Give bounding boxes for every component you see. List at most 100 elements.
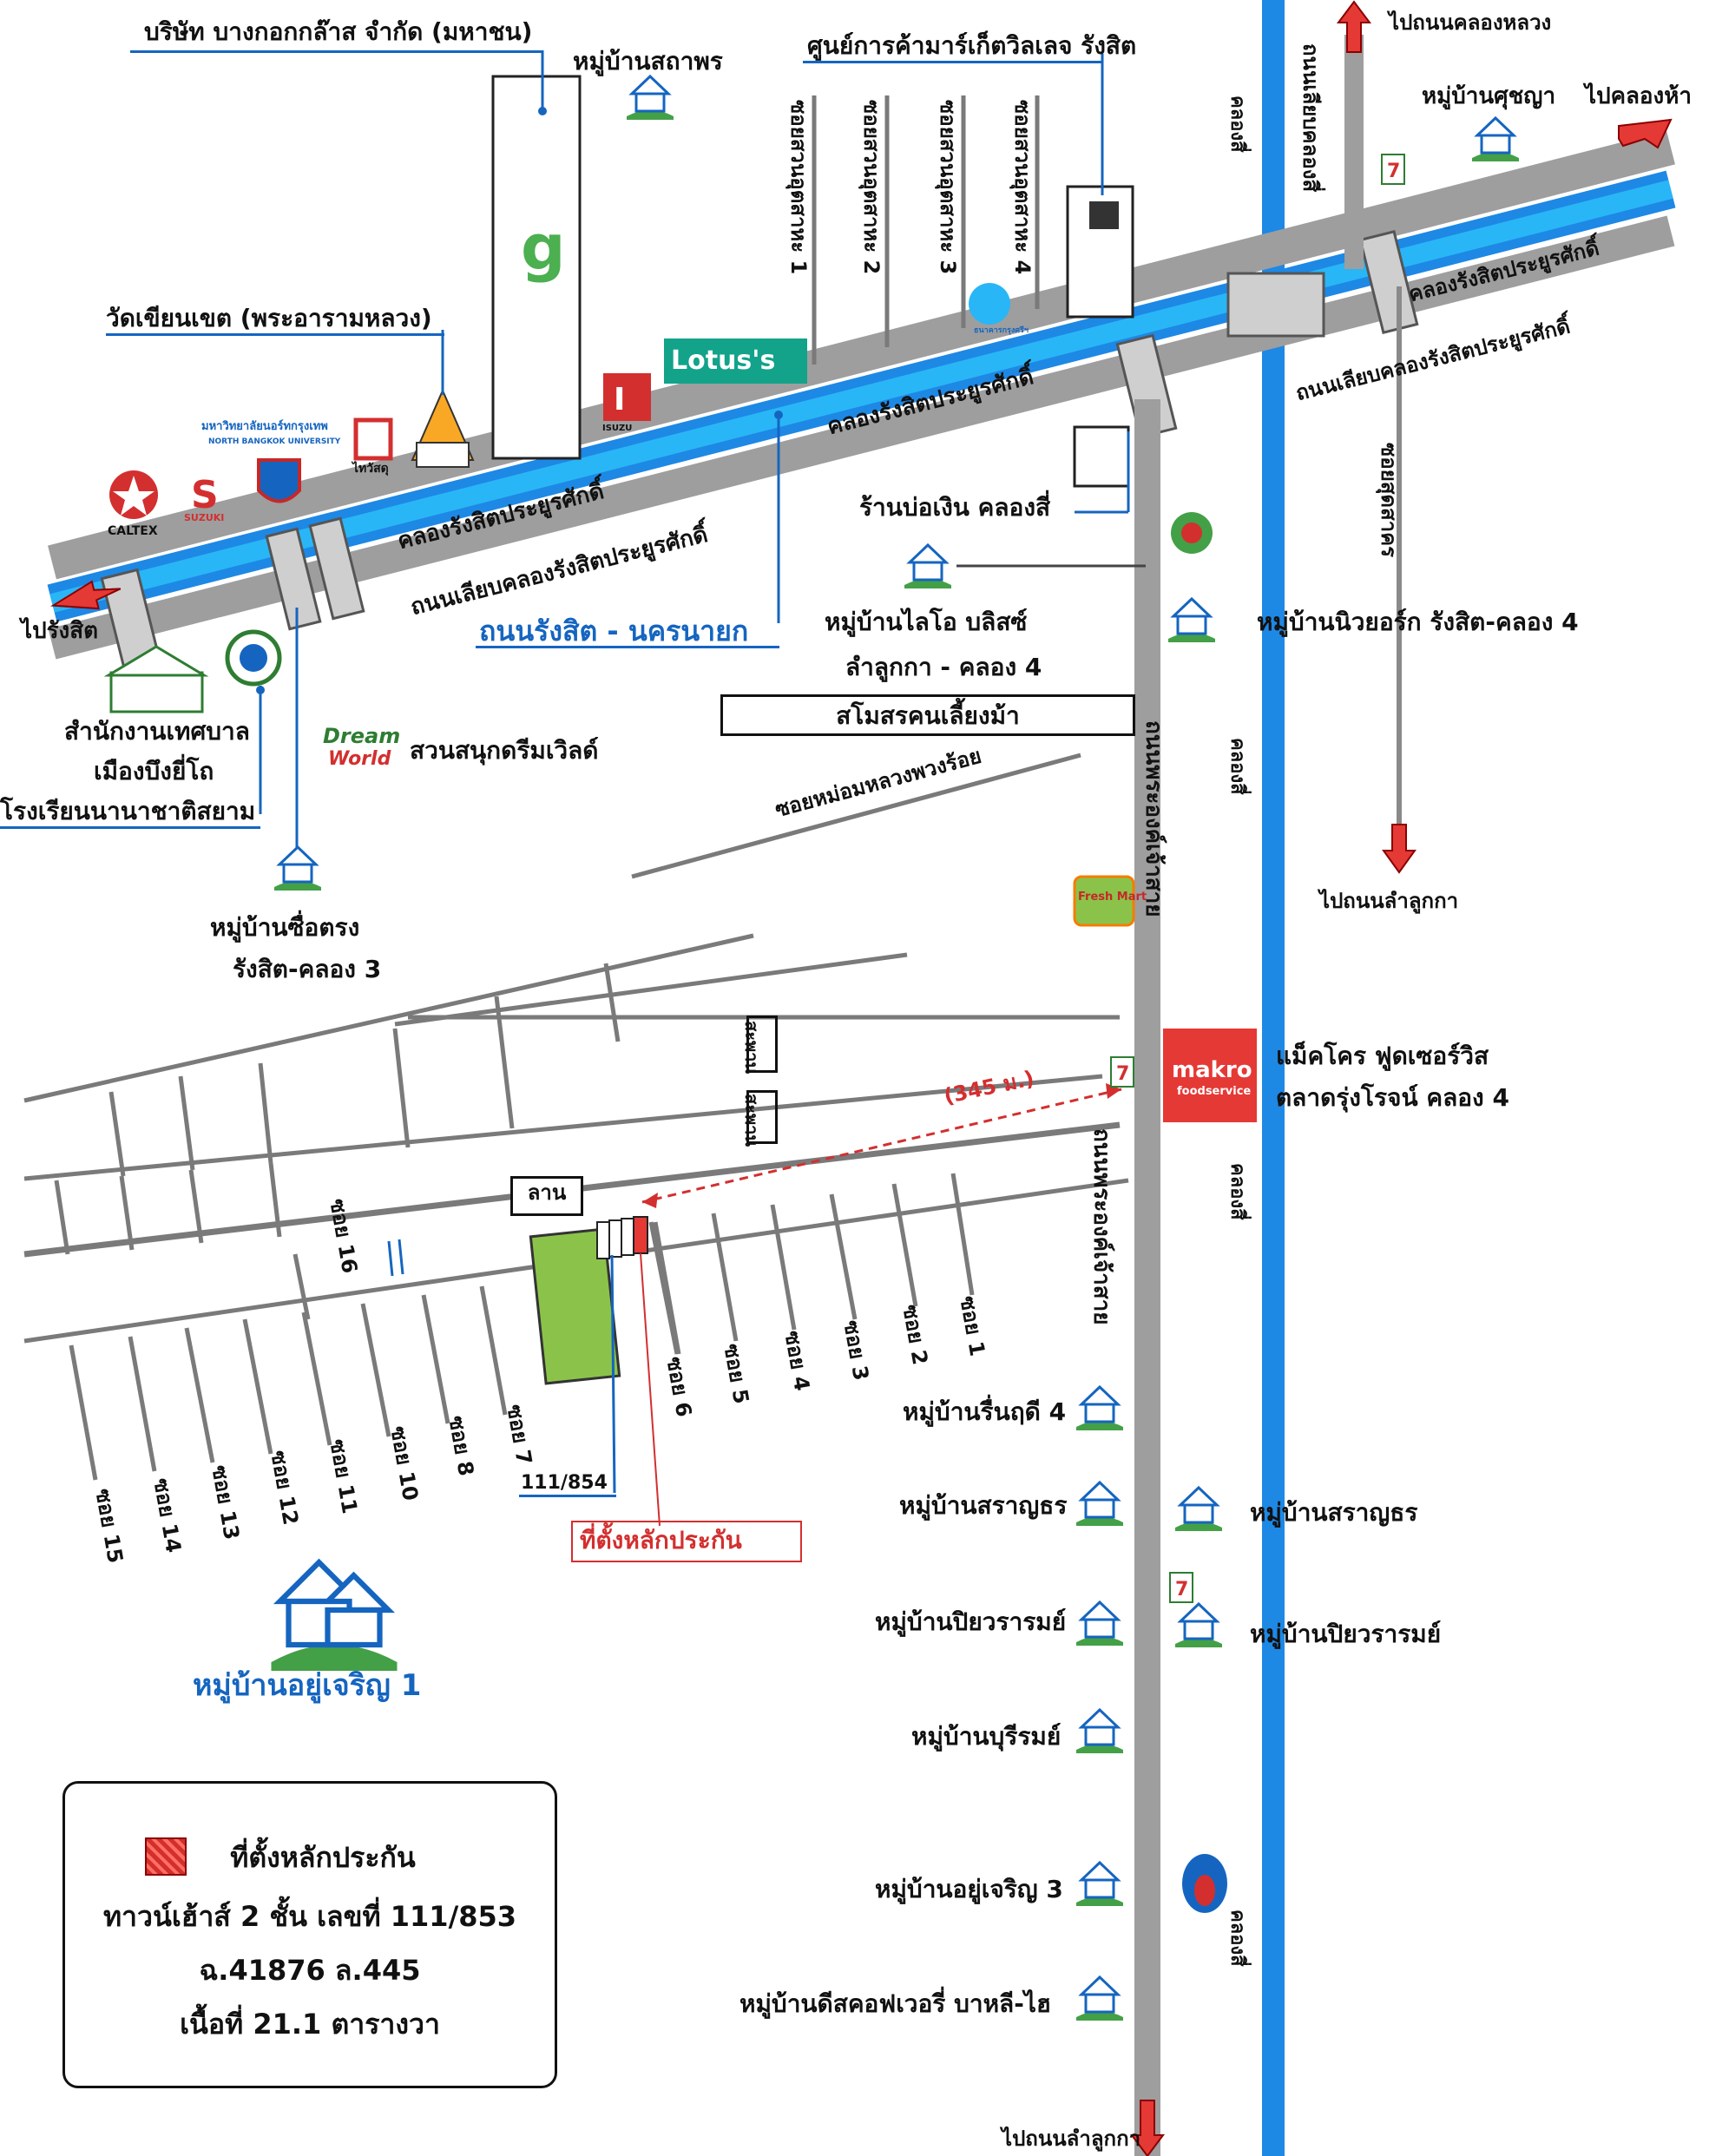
legend-swatch-icon — [145, 1837, 187, 1876]
samosorn-box — [720, 694, 1135, 736]
pt-station-icon — [1171, 512, 1213, 554]
krungsri-text: ธนาคารกรุงศรีฯ — [974, 326, 1029, 335]
house-no-label: 111/854 — [521, 1472, 608, 1494]
nbu-shield-icon — [257, 458, 301, 503]
house-icon — [904, 542, 951, 588]
village-bureerom-label: หมู่บ้านบุรีรมย์ — [911, 1722, 1062, 1751]
arrow-to-lamlukka-south — [1130, 2100, 1165, 2156]
house-icon — [1168, 596, 1215, 642]
legend-line-2: ฉ.41876 ล.445 — [199, 1954, 421, 1987]
lotus-logo — [664, 339, 807, 384]
house-icon — [1076, 1860, 1123, 1906]
isuzu-text: ISUZU — [602, 424, 633, 433]
isuzu-logo — [603, 373, 651, 421]
collateral-pointer — [640, 1252, 661, 1527]
makro-sub-text: foodservice — [1177, 1085, 1252, 1098]
townhouse-row — [596, 1216, 648, 1259]
seven-eleven-icon-3: 7 — [1169, 1572, 1193, 1603]
khlong-si-label-1: คลองสี่ — [1226, 95, 1248, 153]
to-lamlukka-south-label: ไปถนนลำลูกกา — [1002, 2126, 1141, 2151]
school-underline — [0, 826, 260, 829]
village-newyork-label: หมู่บ้านนิวยอร์ก รังสิต-คลอง 4 — [1257, 608, 1579, 636]
village-piyawaram-east-label: หมู่บ้านปิยวรารมย์ — [1250, 1620, 1442, 1648]
thaiwatsadu-text: ไทวัสดุ — [352, 462, 389, 476]
village-lio-label-2: ลำลูกกา - คลอง 4 — [845, 653, 1042, 681]
legend-title: ที่ตั้งหลักประกัน — [230, 1841, 416, 1874]
ptt-station-icon — [1182, 1854, 1227, 1913]
svg-text:7: 7 — [1116, 1063, 1129, 1085]
village-yucharoen3-label: หมู่บ้านอยู่เจริญ 3 — [875, 1875, 1063, 1903]
soi-sudsakhon-label: ซอยสุดสาคร — [1377, 443, 1401, 558]
lan-box — [510, 1176, 583, 1216]
big-village-house-icon — [271, 1558, 398, 1671]
rangsit-nakhonnayok-label: ถนนรังสิต - นครนายก — [479, 615, 749, 647]
municipal-label-2: เมืองบึงยี่โถ — [94, 757, 214, 785]
phra-ong-chao-label-1: ถนนพระองค์เจ้าสาย — [1140, 720, 1167, 917]
makro-logo-text: makro — [1172, 1057, 1252, 1083]
village-suetrong-label-1: หมู่บ้านซื่อตรง — [210, 913, 360, 942]
wat-label: วัดเขียนเขต (พระอารามหลวง) — [106, 304, 432, 332]
direction-arrows — [50, 0, 1673, 2156]
saphan-box-1 — [746, 1016, 778, 1073]
caltex-text: CALTEX — [108, 524, 158, 538]
wat-underline — [106, 333, 444, 336]
liab-khlong-si-label: ถนนเลียบคลองสี่ — [1298, 43, 1323, 193]
collateral-label: ที่ตั้งหลักประกัน — [580, 1526, 742, 1555]
khlong-si-label-4: คลองสี่ — [1226, 1910, 1248, 1967]
village-discovery-label: หมู่บ้านดีสคอฟเวอรี่ บาหลี-ไฮ — [739, 1989, 1051, 2018]
legend-line-1: ทาวน์เฮ้าส์ 2 ชั้น เลขที่ 111/853 — [102, 1900, 517, 1933]
makro-logo — [1163, 1029, 1257, 1122]
village-suetrong-label-2: รังสิต-คลอง 3 — [233, 955, 382, 983]
arrow-to-lamlukka-east — [1382, 824, 1416, 874]
saphan-box-2 — [746, 1090, 778, 1144]
distance-path — [641, 1088, 1122, 1204]
arrow-to-rangsit — [50, 580, 122, 610]
freshmart-logo — [1073, 875, 1135, 927]
house-no-underline — [519, 1495, 616, 1497]
soi-suan-4-label: ซอยสวนอุตสาหะ 4 — [1010, 100, 1035, 275]
bangkok-glass-underline — [130, 50, 542, 53]
khlong-si-label-2: คลองสี่ — [1226, 738, 1248, 795]
bangkok-glass-label: บริษัท บางกอกกล๊าส จำกัด (มหาชน) — [144, 17, 533, 46]
bangkok-glass-logo: g — [521, 211, 566, 284]
legend-box: ที่ตั้งหลักประกัน ทาวน์เฮ้าส์ 2 ชั้น เลข… — [62, 1781, 557, 2088]
makro-label-2: ตลาดรุ่งโรจน์ คลอง 4 — [1276, 1083, 1509, 1112]
suzuki-text: SUZUKI — [184, 512, 225, 523]
school-label: โรงเรียนนานาชาติสยาม — [0, 797, 256, 825]
house-icon — [1076, 1480, 1123, 1526]
village-saranthorn-east-label: หมู่บ้านสราญธร — [1250, 1498, 1418, 1527]
soi-suan-2-label: ซอยสวนอุตสาหะ 2 — [859, 100, 884, 275]
caltex-logo — [109, 470, 158, 519]
arrow-to-khlong-luang — [1337, 0, 1371, 53]
house-icon — [274, 845, 321, 891]
bangkok-glass-building — [491, 75, 582, 460]
seven-eleven-icon-2: 7 — [1110, 1056, 1134, 1088]
distance-arrowhead-left — [642, 1193, 658, 1208]
rangsit-nakhonnayok-underline — [476, 646, 779, 648]
market-village-underline — [803, 61, 1102, 63]
samosorn-label: สโมสรคนเลี้ยงม้า — [836, 701, 1020, 730]
krungsri-bank-icon — [969, 283, 1010, 325]
makro-label-1: แม็คโคร ฟูดเซอร์วิส — [1276, 1042, 1489, 1070]
distance-arrowhead-right — [1106, 1083, 1121, 1099]
village-sudya-label: หมู่บ้านศุชญา — [1422, 83, 1556, 109]
bo-ngoen-label: ร้านบ่อเงิน คลองสี่ — [859, 493, 1051, 522]
house-icon — [1175, 1485, 1222, 1531]
dreamworld-logo-text-2: World — [328, 748, 391, 770]
municipal-building-icon — [103, 645, 209, 713]
lan-label: ลาน — [527, 1180, 567, 1205]
school-pointer-dot — [256, 686, 265, 694]
temple-icon — [411, 388, 475, 468]
house-icon — [1076, 1600, 1123, 1646]
village-saranthorn-west-label: หมู่บ้านสราญธร — [899, 1491, 1068, 1520]
bo-ngoen-building — [1073, 425, 1130, 488]
thaiwatsadu-logo — [353, 417, 393, 461]
rangsit-nakhonnayok-road — [48, 130, 1675, 580]
market-village-logo — [1089, 201, 1119, 229]
legend-line-3: เนื้อที่ 21.1 ตารางวา — [180, 2008, 440, 2041]
market-village-label: ศูนย์การค้ามาร์เก็ตวิลเลจ รังสิต — [807, 31, 1137, 60]
soi-16-bridge-mark — [387, 1239, 404, 1277]
dreamworld-label: สวนสนุกดรีมเวิลด์ — [410, 736, 599, 765]
to-lamlukka-east-label: ไปถนนลำลูกกา — [1319, 889, 1459, 913]
lotus-logo-text: Lotus's — [671, 345, 776, 376]
